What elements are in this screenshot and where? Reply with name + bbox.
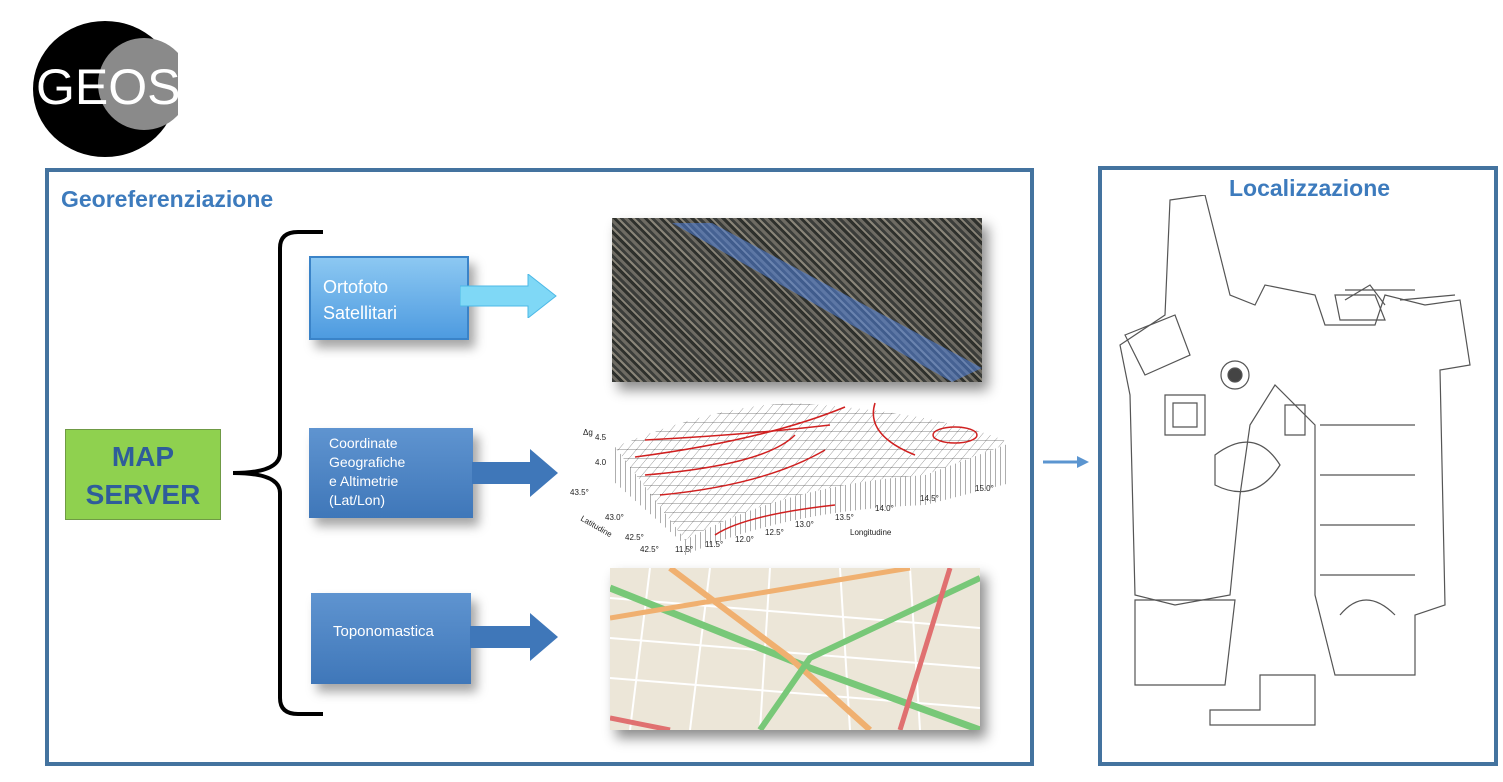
z-tick: 4.5	[595, 433, 607, 442]
arrow-shaft	[470, 626, 530, 648]
localizzazione-title: Localizzazione	[1229, 175, 1391, 201]
coordinate-line4: (Lat/Lon)	[329, 492, 386, 508]
y-tick: 42.5°	[625, 533, 644, 542]
map-server-line1: MAP	[111, 441, 175, 472]
z-tick: 4.0	[595, 458, 607, 467]
arrow-shaft	[472, 462, 530, 484]
coordinate-line2: Geografiche	[329, 454, 406, 470]
satellite-image	[612, 218, 982, 382]
georeferenziazione-title: Georeferenziazione	[61, 186, 274, 212]
coordinate-line3: e Altimetrie	[329, 473, 399, 489]
ortofoto-line2: Satellitari	[323, 303, 398, 323]
ortofoto-box: Ortofoto Satellitari	[309, 256, 469, 340]
svg-text:GEOS: GEOS	[36, 59, 178, 115]
geos-logo: GEOS	[32, 20, 190, 158]
georeferenziazione-panel	[45, 168, 1034, 766]
x-tick: 12.0°	[735, 535, 754, 544]
x-tick: 11.5°	[675, 545, 693, 554]
x-tick: 14.0°	[875, 504, 894, 513]
y-tick: 43.5°	[570, 488, 589, 497]
x-tick: 11.5°	[705, 540, 723, 549]
x-axis-label: Longitudine	[850, 528, 892, 537]
floor-plan	[1119, 195, 1471, 726]
toponomastica-box: Toponomastica	[311, 593, 471, 684]
curly-brace	[232, 230, 323, 716]
x-tick: 14.5°	[920, 494, 939, 503]
arrow-head-icon	[530, 449, 558, 497]
altimetry-surface-chart: Δg 4.0 4.5 43.5° 43.0° 42.5° 42.5° Latit…	[570, 402, 1010, 555]
map-server-box: MAP SERVER	[65, 429, 221, 520]
z-axis-label: Δg	[583, 428, 593, 437]
light-arrow-icon	[460, 274, 557, 318]
ortofoto-line1: Ortofoto	[323, 277, 389, 297]
x-tick: 13.0°	[795, 520, 814, 529]
map-server-line2: SERVER	[85, 479, 201, 510]
x-tick: 12.5°	[765, 528, 784, 537]
connector-arrow-icon	[1043, 456, 1089, 468]
x-tick: 13.5°	[835, 513, 854, 522]
coordinate-box: Coordinate Geografiche e Altimetrie (Lat…	[309, 428, 473, 518]
y-tick: 43.0°	[605, 513, 624, 522]
localizzazione-panel	[1098, 166, 1498, 766]
x-tick: 15.0°	[975, 484, 994, 493]
street-map-image	[610, 568, 980, 730]
y-tick: 42.5°	[640, 545, 659, 554]
toponomastica-label: Toponomastica	[333, 623, 434, 640]
coordinate-line1: Coordinate	[329, 435, 398, 451]
arrow-head-icon	[530, 613, 558, 661]
